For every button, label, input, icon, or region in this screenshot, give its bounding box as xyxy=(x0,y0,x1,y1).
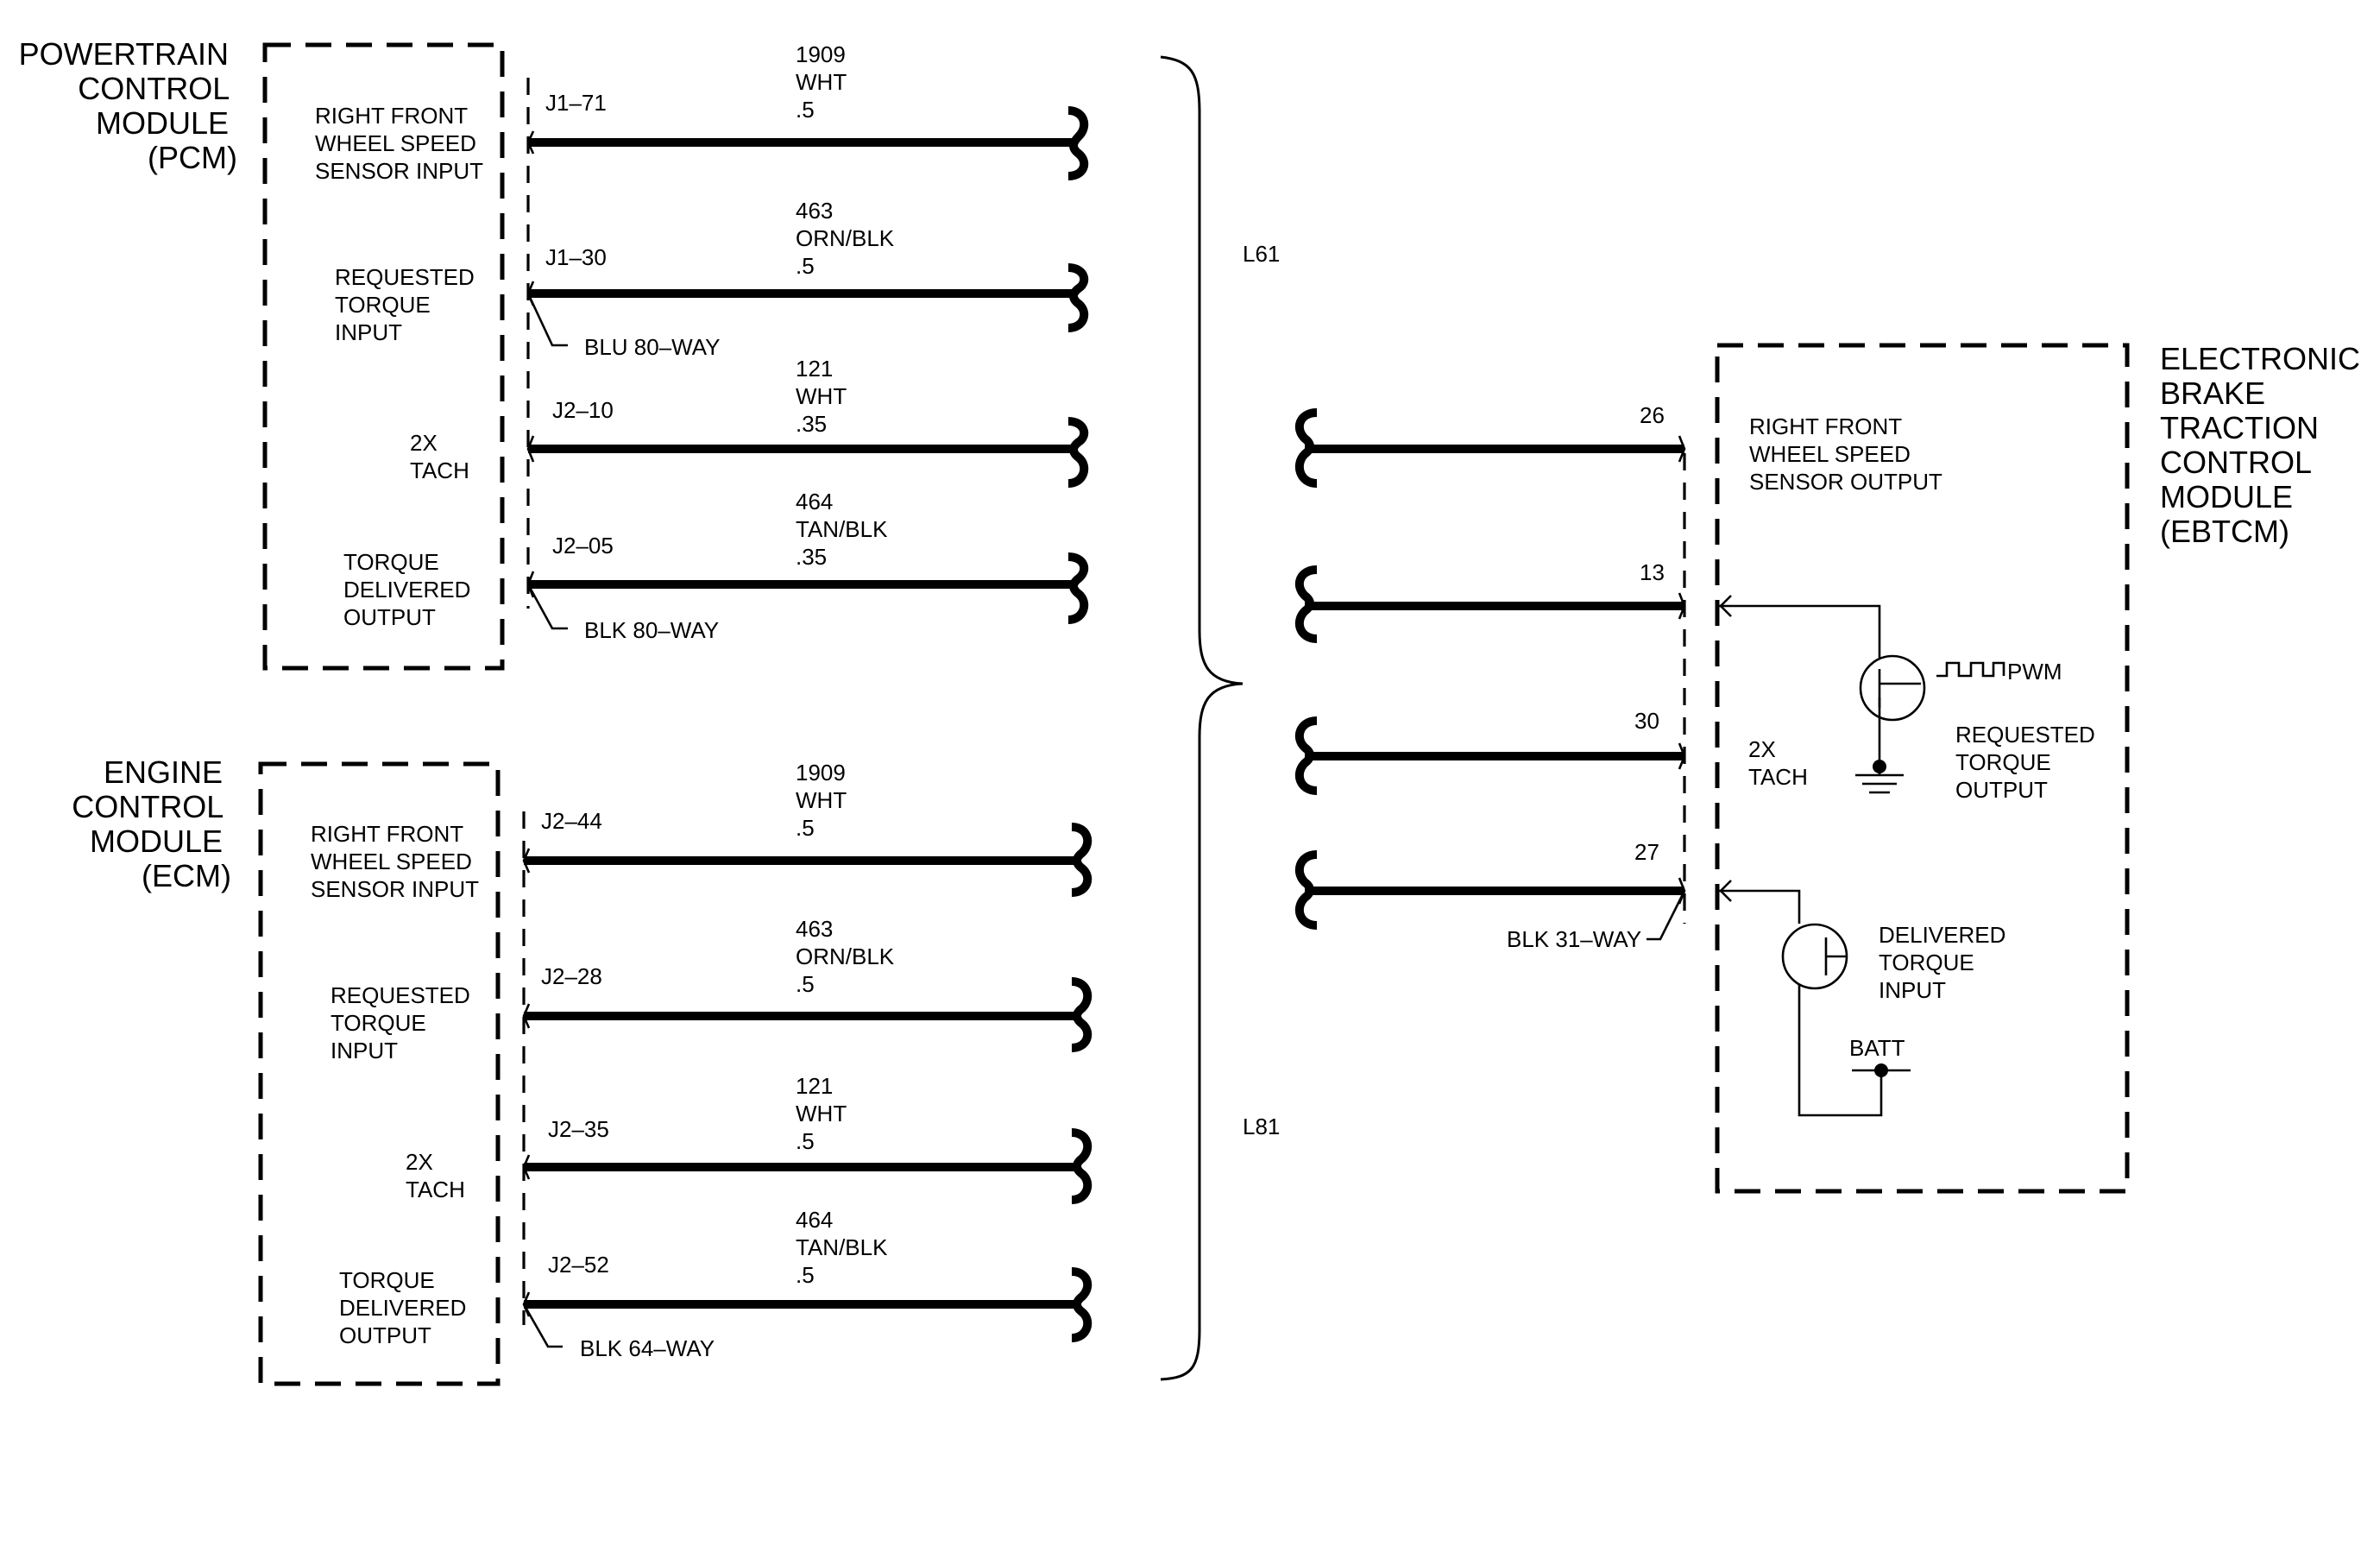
pcm-function-tach: 2X TACH xyxy=(410,430,469,483)
wire-break-mark xyxy=(1071,823,1092,897)
ebtcm-circuit-30: 30 xyxy=(1294,708,1686,795)
ebtcm-section: ELECTRONIC BRAKE TRACTION CONTROL MODULE… xyxy=(1715,341,2369,1194)
wire-label: 1909 WHT .5 xyxy=(796,41,853,123)
connector-leader xyxy=(522,1303,563,1348)
wire-label: 121 WHT .5 xyxy=(796,1073,853,1154)
ecm-function-torque-delivered: TORQUE DELIVERED OUTPUT xyxy=(339,1267,473,1348)
ebtcm-wss-output-label: RIGHT FRONT WHEEL SPEED SENSOR OUTPUT xyxy=(1749,413,1942,495)
delivered-torque-transistor-circuit: BATT xyxy=(1716,880,1911,1117)
connector-leader xyxy=(526,584,568,630)
ebtcm-circuit-27: 27 xyxy=(1294,839,1686,930)
ecm-circuit-121: J2–35 121 WHT .5 xyxy=(522,1073,1092,1204)
ground-icon xyxy=(1855,767,1904,794)
pwm-transistor-circuit: PWM xyxy=(1716,595,2062,794)
wire-label: 464 TAN/BLK .5 xyxy=(796,1207,894,1288)
ecm-title: ENGINE CONTROL MODULE (ECM) xyxy=(72,754,231,893)
batt-label: BATT xyxy=(1849,1035,1905,1061)
pin-label: J2–28 xyxy=(541,963,602,989)
wire-label: 1909 WHT .5 xyxy=(796,760,853,841)
wire-break-mark xyxy=(1071,1128,1092,1204)
input-arrow xyxy=(1719,880,1732,902)
wire-label: 464 TAN/BLK .35 xyxy=(796,489,894,570)
ecm-function-requested-torque: REQUESTED TORQUE INPUT xyxy=(331,982,476,1063)
engine-option-l81: L81 xyxy=(1243,1114,1280,1139)
ebtcm-delivered-torque-input-label: DELIVERED TORQUE INPUT xyxy=(1879,922,2012,1003)
pcm-function-requested-torque: REQUESTED TORQUE INPUT xyxy=(335,264,481,345)
ebtcm-module-box xyxy=(1715,343,2130,1194)
ecm-circuit-463: J2–28 463 ORN/BLK .5 xyxy=(522,916,1092,1052)
pin-label: J2–35 xyxy=(548,1116,609,1142)
pin-label: 30 xyxy=(1634,708,1659,734)
transistor-symbol xyxy=(1859,654,1926,722)
pcm-circuit-463: J1–30 463 ORN/BLK .5 BLU 80–WAY xyxy=(526,198,1089,360)
pin-label: J2–10 xyxy=(552,397,614,423)
wire-break-mark xyxy=(1067,417,1089,488)
wire-break-mark xyxy=(1071,977,1092,1052)
wire-label: 463 ORN/BLK .5 xyxy=(796,198,900,279)
wire-break-mark xyxy=(1067,106,1089,180)
pin-label: 26 xyxy=(1640,402,1665,428)
pcm-title: POWERTRAIN CONTROL MODULE (PCM) xyxy=(19,36,237,175)
ecm-circuit-464: J2–52 464 TAN/BLK .5 BLK 64–WAY xyxy=(522,1207,1092,1361)
pcm-module-box xyxy=(262,42,505,671)
pcm-circuit-121: J2–10 121 WHT .35 xyxy=(526,356,1089,488)
pwm-waveform-icon xyxy=(1936,661,2005,678)
wire-break-mark xyxy=(1071,1267,1092,1342)
input-arrow xyxy=(1719,595,1732,617)
pcm-function-torque-delivered: TORQUE DELIVERED OUTPUT xyxy=(343,549,477,630)
connector-leader xyxy=(1646,890,1686,941)
ecm-connector-label: BLK 64–WAY xyxy=(580,1335,715,1361)
connector-leader xyxy=(526,293,568,347)
pin-label: J2–52 xyxy=(548,1252,609,1278)
ebtcm-connector-label: BLK 31–WAY xyxy=(1507,926,1641,952)
ebtcm-circuit-26: 26 xyxy=(1294,402,1686,488)
ecm-module-box xyxy=(258,761,501,1386)
pin-label: 27 xyxy=(1634,839,1659,865)
pin-label: J1–30 xyxy=(545,244,607,270)
engine-option-braces: L61 L81 xyxy=(1160,55,1280,1381)
pwm-label: PWM xyxy=(2007,659,2062,685)
signal-line xyxy=(1716,604,1881,658)
supply-line xyxy=(1798,984,1883,1117)
signal-line xyxy=(1716,889,1801,924)
brace xyxy=(1160,55,1244,1381)
ebtcm-wires: 26 13 30 27 BLK 31–WAY xyxy=(1294,402,1686,952)
pcm-function-wss-input: RIGHT FRONT WHEEL SPEED SENSOR INPUT xyxy=(315,103,483,184)
ebtcm-title: ELECTRONIC BRAKE TRACTION CONTROL MODULE… xyxy=(2160,341,2369,549)
pin-label: J2–44 xyxy=(541,808,602,834)
ecm-function-tach: 2X TACH xyxy=(406,1149,465,1202)
pin-label: 13 xyxy=(1640,559,1665,585)
pcm-connector-label-blu: BLU 80–WAY xyxy=(584,334,721,360)
ebtcm-tach-label: 2X TACH xyxy=(1748,736,1808,790)
engine-option-l61: L61 xyxy=(1243,241,1280,267)
ebtcm-requested-torque-output-label: REQUESTED TORQUE OUTPUT xyxy=(1955,722,2101,803)
pcm-connector-label-blk: BLK 80–WAY xyxy=(584,617,719,643)
ecm-section: ENGINE CONTROL MODULE (ECM) RIGHT FRONT … xyxy=(72,754,1092,1386)
wire-label: 121 WHT .35 xyxy=(796,356,853,437)
ebtcm-circuit-13: 13 xyxy=(1294,559,1686,643)
pin-label: J1–71 xyxy=(545,90,607,116)
pcm-circuit-464: J2–05 464 TAN/BLK .35 BLK 80–WAY xyxy=(526,489,1089,643)
ecm-circuit-1909: J2–44 1909 WHT .5 xyxy=(522,760,1092,897)
pin-label: J2–05 xyxy=(552,533,614,558)
wire-label: 463 ORN/BLK .5 xyxy=(796,916,900,997)
wire-break-mark xyxy=(1067,552,1089,624)
connector-pin-mark xyxy=(1678,435,1686,463)
pcm-circuit-1909: J1–71 1909 WHT .5 xyxy=(526,41,1089,180)
ecm-function-wss-input: RIGHT FRONT WHEEL SPEED SENSOR INPUT xyxy=(311,821,479,902)
pcm-section: POWERTRAIN CONTROL MODULE (PCM) RIGHT FR… xyxy=(19,36,1089,671)
wire-break-mark xyxy=(1067,263,1089,332)
